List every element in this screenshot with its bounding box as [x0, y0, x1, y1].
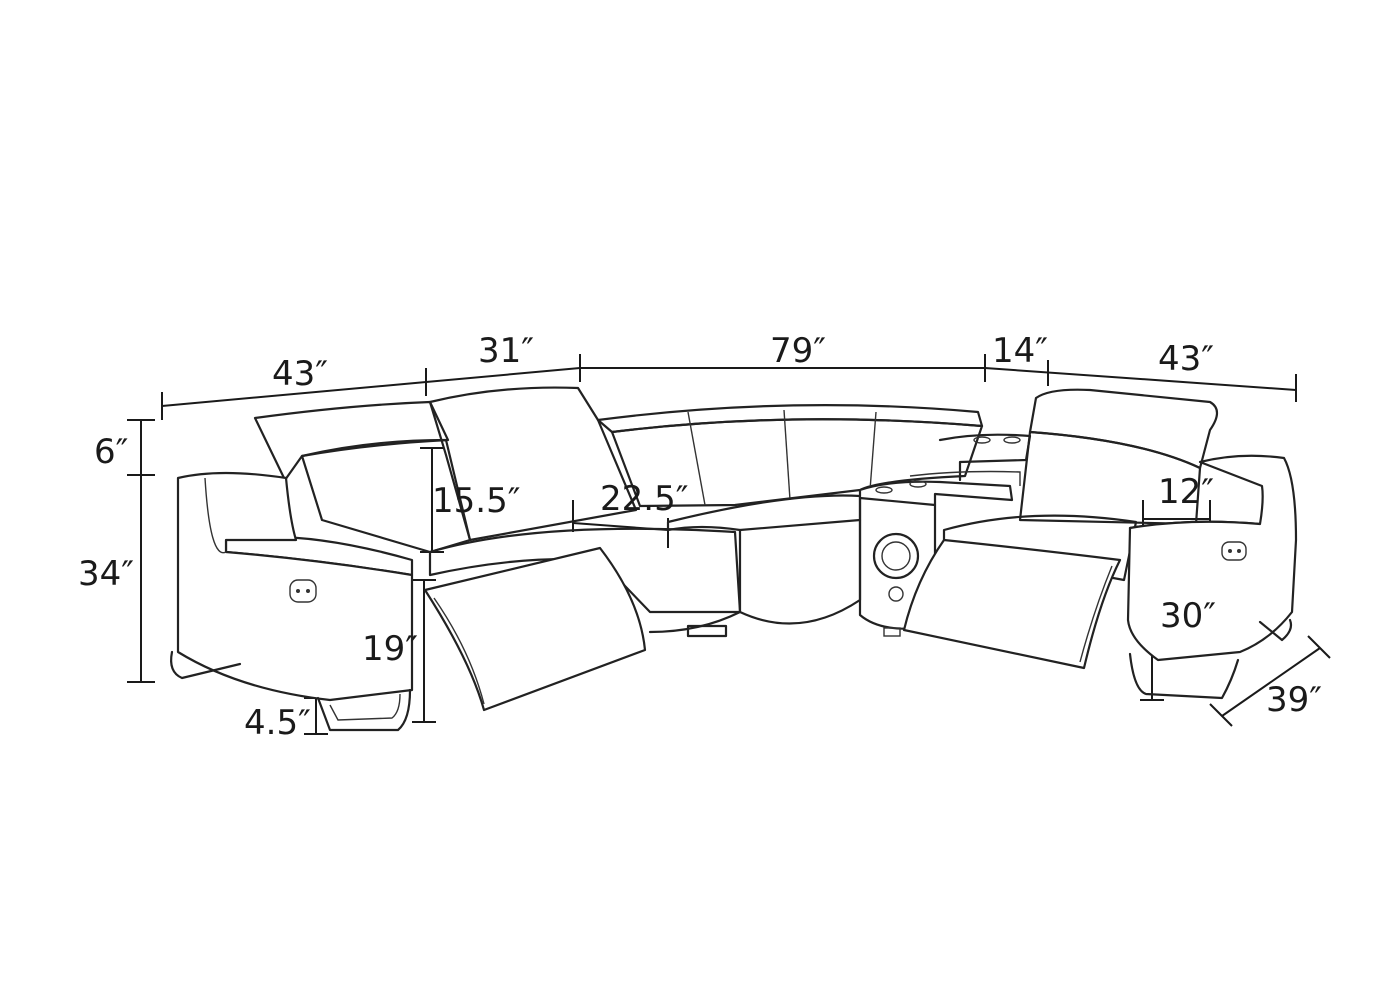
dimension-labels: 43″ 31″ 79″ 14″ 43″ 6″ 34″ 15.5″ 22.5″ 1… — [78, 331, 1322, 743]
label-depth: 39″ — [1266, 680, 1322, 720]
label-arm-height: 30″ — [1160, 596, 1216, 636]
label-arm-width: 12″ — [1158, 472, 1214, 512]
label-seat-depth: 22.5″ — [600, 479, 688, 519]
dimension-lines — [127, 354, 1331, 735]
label-headrest-height: 6″ — [94, 432, 128, 472]
label-top-left-width: 43″ — [272, 354, 328, 394]
label-top-second-width: 31″ — [478, 331, 534, 371]
label-top-console-width: 14″ — [992, 331, 1048, 371]
sofa-outline — [170, 386, 1298, 732]
label-seat-height: 19″ — [362, 629, 418, 669]
label-leg-height: 4.5″ — [244, 703, 311, 743]
label-top-middle-width: 79″ — [770, 331, 826, 371]
label-seat-back-height: 15.5″ — [432, 481, 520, 521]
label-back-height: 34″ — [78, 554, 134, 594]
label-top-right-width: 43″ — [1158, 339, 1214, 379]
